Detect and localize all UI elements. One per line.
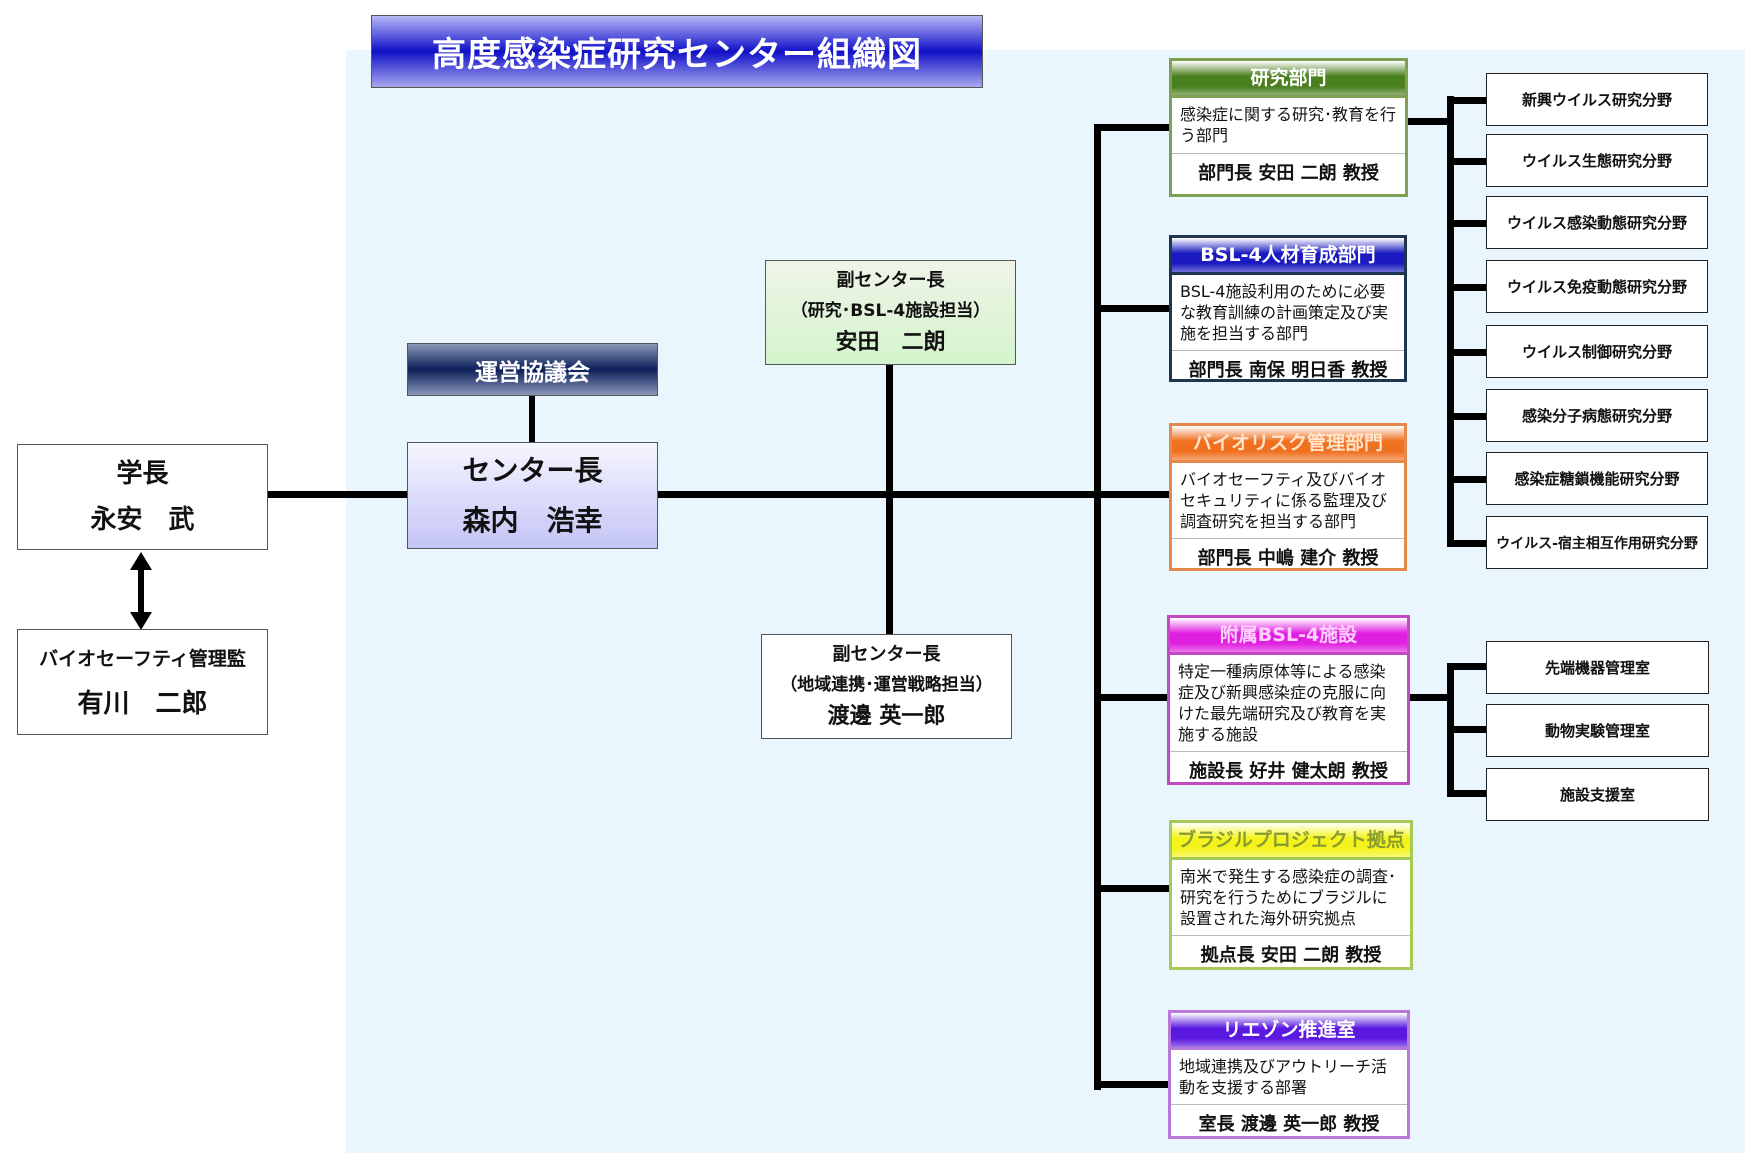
- department-title: バイオリスク管理部門: [1172, 426, 1404, 463]
- department-title: BSL-4人材育成部門: [1172, 238, 1404, 275]
- director-role: センター長: [462, 453, 603, 487]
- research-field-box: ウイルス-宿主相互作用研究分野: [1486, 516, 1708, 569]
- department-description: 特定一種病原体等による感染症及び新興感染症の克服に向けた最先端研究及び教育を実施…: [1170, 655, 1407, 752]
- department-box: 附属BSL-4施設特定一種病原体等による感染症及び新興感染症の克服に向けた最先端…: [1167, 615, 1410, 785]
- president-name: 永安 武: [90, 505, 195, 535]
- connector-council-director: [529, 396, 535, 443]
- director-name: 森内 浩幸: [462, 503, 603, 537]
- connector-facility: [1410, 694, 1453, 701]
- chart-title: 高度感染症研究センター組織図: [371, 15, 983, 88]
- president-box: 学長 永安 武: [17, 444, 268, 550]
- facility-room-box: 施設支援室: [1486, 768, 1709, 821]
- connector-research-field: [1447, 97, 1487, 104]
- research-field-box: ウイルス免疫動態研究分野: [1486, 260, 1708, 313]
- department-box: バイオリスク管理部門バイオセーフティ及びバイオセキュリティに係る監理及び調査研究…: [1169, 423, 1407, 571]
- department-box: リエゾン推進室地域連携及びアウトリーチ活動を支援する部署室長 渡邊 英一郎 教授: [1168, 1010, 1410, 1139]
- facility-room-box: 先端機器管理室: [1486, 641, 1709, 694]
- department-head: 拠点長 安田 二朗 教授: [1200, 945, 1382, 966]
- research-field-box: ウイルス生態研究分野: [1486, 134, 1708, 187]
- department-title: 附属BSL-4施設: [1170, 618, 1407, 655]
- connector-research-spine: [1447, 96, 1454, 546]
- biosafety-officer-name: 有川 二郎: [77, 689, 208, 719]
- connector-facility-room: [1447, 790, 1487, 797]
- department-description: BSL-4施設利用のために必要な教育訓練の計画策定及び実施を担当する部門: [1172, 275, 1404, 351]
- vice-director-2-name: 渡邊 英一郎: [827, 703, 946, 729]
- research-field-box: 感染症糖鎖機能研究分野: [1486, 452, 1708, 505]
- department-head: 室長 渡邊 英一郎 教授: [1198, 1114, 1380, 1135]
- director-box: センター長 森内 浩幸: [407, 442, 658, 549]
- connector-research-field: [1447, 220, 1487, 227]
- connector-research-field: [1447, 476, 1487, 483]
- biosafety-officer-box: バイオセーフティ管理監 有川 二郎: [17, 629, 268, 735]
- department-description: 感染症に関する研究･教育を行う部門: [1172, 98, 1405, 154]
- department-box: 研究部門感染症に関する研究･教育を行う部門部門長 安田 二朗 教授: [1169, 58, 1408, 197]
- connector-trunk: [1094, 124, 1101, 1090]
- connector-president-director: [268, 491, 408, 498]
- vice-director-1-box: 副センター長 （研究･BSL-4施設担当） 安田 二朗: [765, 260, 1016, 365]
- vice-director-2-box: 副センター長 （地域連携･運営戦略担当） 渡邊 英一郎: [761, 634, 1012, 739]
- research-field-box: 感染分子病態研究分野: [1486, 389, 1708, 442]
- connector-department: [1094, 885, 1169, 892]
- connector-research: [1408, 118, 1453, 125]
- connector-department: [1094, 1081, 1168, 1088]
- connector-department: [1094, 491, 1169, 498]
- connector-research-field: [1447, 413, 1487, 420]
- connector-main: [658, 491, 1170, 498]
- vice-director-2-scope: （地域連携･運営戦略担当）: [780, 674, 993, 695]
- research-field-box: ウイルス感染動態研究分野: [1486, 196, 1708, 249]
- biosafety-officer-role: バイオセーフティ管理監: [39, 648, 246, 670]
- research-field-box: ウイルス制御研究分野: [1486, 325, 1708, 378]
- department-title: 研究部門: [1172, 61, 1405, 98]
- department-box: ブラジルプロジェクト拠点南米で発生する感染症の調査･研究を行うためにブラジルに設…: [1169, 820, 1413, 970]
- connector-research-field: [1447, 284, 1487, 291]
- connector-research-field: [1447, 349, 1487, 356]
- vice-director-2-role: 副センター長: [832, 643, 941, 665]
- vice-director-1-role: 副センター長: [836, 269, 945, 291]
- department-description: 南米で発生する感染症の調査･研究を行うためにブラジルに設置された海外研究拠点: [1172, 860, 1410, 936]
- connector-department: [1094, 305, 1169, 312]
- connector-vice-directors: [886, 365, 893, 635]
- department-description: バイオセーフティ及びバイオセキュリティに係る監理及び調査研究を担当する部門: [1172, 463, 1404, 539]
- president-role: 学長: [116, 459, 169, 489]
- research-field-box: 新興ウイルス研究分野: [1486, 73, 1708, 126]
- connector-facility-room: [1447, 726, 1487, 733]
- vice-director-1-name: 安田 二朗: [835, 329, 946, 355]
- double-arrow-icon: [130, 552, 152, 630]
- department-head: 部門長 中嶋 建介 教授: [1197, 548, 1379, 569]
- council-box: 運営協議会: [407, 343, 658, 396]
- department-description: 地域連携及びアウトリーチ活動を支援する部署: [1171, 1050, 1407, 1105]
- connector-research-field: [1447, 540, 1487, 547]
- connector-department: [1094, 694, 1167, 701]
- connector-department: [1094, 124, 1169, 131]
- department-title: ブラジルプロジェクト拠点: [1172, 823, 1410, 860]
- connector-facility-room: [1447, 663, 1487, 670]
- department-title: リエゾン推進室: [1171, 1013, 1407, 1050]
- vice-director-1-scope: （研究･BSL-4施設担当）: [790, 300, 991, 321]
- department-head: 部門長 安田 二朗 教授: [1198, 163, 1379, 184]
- connector-research-field: [1447, 158, 1487, 165]
- facility-room-box: 動物実験管理室: [1486, 704, 1709, 757]
- department-head: 施設長 好井 健太朗 教授: [1189, 761, 1388, 782]
- department-head: 部門長 南保 明日香 教授: [1188, 360, 1388, 381]
